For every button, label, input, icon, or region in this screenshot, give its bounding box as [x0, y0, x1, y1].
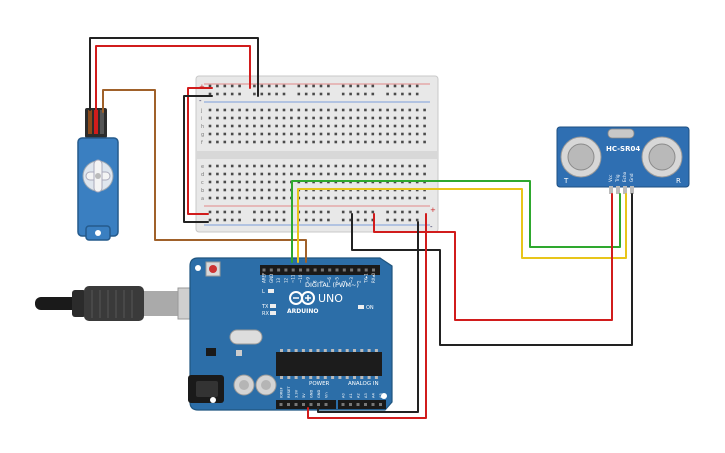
row-letter: j [200, 108, 202, 114]
digital-pin-label: ~9 [305, 277, 310, 283]
wire-sensor-gnd [351, 193, 633, 346]
digital-header-label: DIGITAL (PWM~) [305, 281, 359, 289]
digital-pin-label: ~3 [349, 277, 354, 283]
power-pin-label: GND [310, 390, 314, 398]
analog-pin-label: A0 [342, 393, 346, 398]
digital-pin-label: 13 [276, 277, 281, 283]
digital-pin-label: 8 [313, 280, 318, 283]
row-letter: i [201, 116, 202, 122]
digital-pin-label: TX▸1 [364, 273, 369, 284]
wire-servo-signal [102, 89, 307, 263]
analog-pin-label: A5 [379, 393, 383, 398]
row-letter: f [201, 140, 203, 146]
wire-arduino-gnd [317, 221, 419, 413]
wire-trig [291, 180, 621, 263]
wire-rail-black-left [183, 95, 213, 223]
power-pin-label: 5V [302, 393, 306, 398]
row-letter: a [201, 196, 204, 202]
analog-pin-label: A4 [372, 393, 376, 398]
led-l-label: L [262, 289, 265, 295]
sensor-t-mark: T [563, 177, 569, 185]
analog-pin-label: A1 [349, 393, 353, 398]
wire-servo-gnd [89, 37, 259, 111]
board-model: UNO [318, 292, 343, 305]
sensor-pin-label: Vcc [608, 174, 613, 182]
rail-plus-label-bottom: + [430, 206, 436, 214]
sensor-pin-label: Echo [622, 171, 627, 182]
arduino-logo [289, 291, 315, 305]
led-on-label: ON [366, 305, 374, 311]
digital-pin-label: 2 [356, 280, 361, 283]
row-letter: b [201, 188, 204, 194]
analog-pin-label: A3 [364, 393, 368, 398]
rail-minus-label: - [199, 97, 202, 105]
digital-pin-label: ~11 [291, 274, 296, 283]
digital-pin-label: 7 [320, 280, 325, 283]
row-letter: e [201, 164, 204, 170]
row-letter: d [201, 172, 204, 178]
row-letter: c [201, 180, 204, 186]
digital-pin-label: AREF [262, 272, 267, 283]
wire-servo-vcc [95, 45, 251, 111]
digital-pin-label: 12 [283, 277, 288, 283]
digital-pin-label: ~5 [335, 277, 340, 283]
microcontroller-pins [280, 349, 378, 379]
analog-pin-label: A2 [357, 393, 361, 398]
sensor-name: HC-SR04 [606, 145, 640, 153]
row-letter: h [201, 124, 204, 130]
sensor-r-mark: R [676, 177, 681, 185]
digital-pin-label: GND [269, 274, 274, 283]
led-tx-label: TX [261, 304, 269, 310]
usb-cable [35, 286, 209, 321]
row-letter: g [201, 132, 204, 138]
wire-rail-red-left [187, 87, 213, 215]
power-header-label: POWER [309, 381, 330, 387]
digital-header-pins [262, 268, 375, 272]
digital-pin-label: ~10 [298, 274, 303, 283]
digital-pin-label: ~6 [327, 277, 332, 283]
power-pin-label: Vin [325, 392, 329, 398]
digital-pin-label: 4 [342, 280, 347, 283]
led-rx-label: RX [262, 311, 269, 317]
power-analog-header-pins [279, 403, 382, 406]
board-brand: ARDUINO [287, 308, 318, 315]
analog-header-label: ANALOG IN [348, 381, 379, 387]
wire-echo [297, 188, 627, 263]
digital-pin-label: RX◂0 [371, 272, 376, 283]
power-pin-label: RESET [287, 386, 291, 398]
sensor-pin-label: Gnd [629, 173, 634, 182]
wire-arduino-5v [307, 213, 427, 419]
power-pin-label: IOREF [280, 387, 284, 398]
sensor-pin-label: Trig [615, 174, 620, 183]
servo-motor[interactable] [77, 108, 119, 241]
power-pin-label: 3.3V [295, 389, 299, 398]
wires [89, 37, 633, 419]
power-pin-label: GND [317, 390, 321, 398]
rail-minus-label-bottom: - [430, 223, 433, 231]
wire-sensor-vcc [373, 193, 613, 321]
